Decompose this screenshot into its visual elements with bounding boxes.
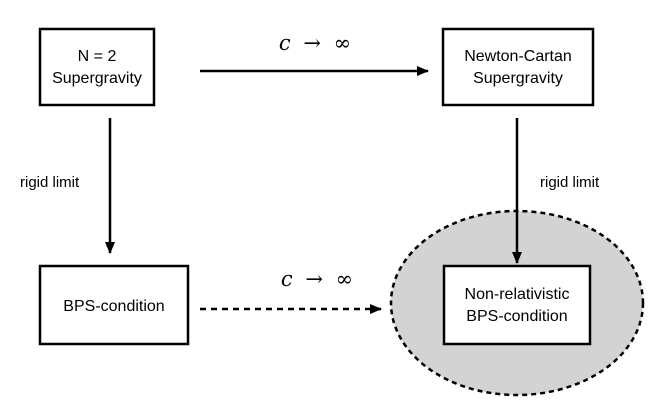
node-newton-cartan-supergravity-box: [441, 27, 595, 107]
node-non-relativistic-bps-line1: Non-relativistic: [465, 286, 570, 303]
node-n2-supergravity-box: [38, 27, 156, 107]
node-newton-cartan-supergravity: Newton-Cartan Supergravity: [441, 27, 595, 107]
node-non-relativistic-bps-line2: BPS-condition: [466, 308, 567, 325]
node-n2-supergravity: N = 2 Supergravity: [38, 27, 156, 107]
edge-left-label: rigid limit: [20, 174, 80, 191]
edge-bottom-label: c → ∞: [281, 267, 353, 291]
node-n2-supergravity-line2: Supergravity: [52, 70, 142, 87]
edge-bottom-var: c: [281, 267, 293, 291]
node-newton-cartan-supergravity-line1: Newton-Cartan: [464, 48, 572, 65]
edge-top-infinity: ∞: [334, 31, 352, 55]
node-non-relativistic-bps-box: [442, 264, 592, 346]
edge-bottom-infinity: ∞: [336, 267, 354, 291]
node-newton-cartan-supergravity-line2: Supergravity: [473, 70, 563, 87]
edge-bottom-arrow-symbol: →: [305, 267, 323, 291]
edge-top-arrow-symbol: →: [303, 31, 321, 55]
node-bps-condition: BPS-condition: [38, 264, 190, 346]
edge-top-var: c: [279, 31, 291, 55]
node-bps-condition-box: [38, 264, 190, 346]
edge-right-label: rigid limit: [540, 174, 600, 191]
edge-top-label: c → ∞: [279, 31, 351, 55]
node-bps-condition-label: BPS-condition: [63, 298, 164, 315]
node-n2-supergravity-line1: N = 2: [78, 48, 117, 65]
node-non-relativistic-bps: Non-relativistic BPS-condition: [442, 264, 592, 346]
